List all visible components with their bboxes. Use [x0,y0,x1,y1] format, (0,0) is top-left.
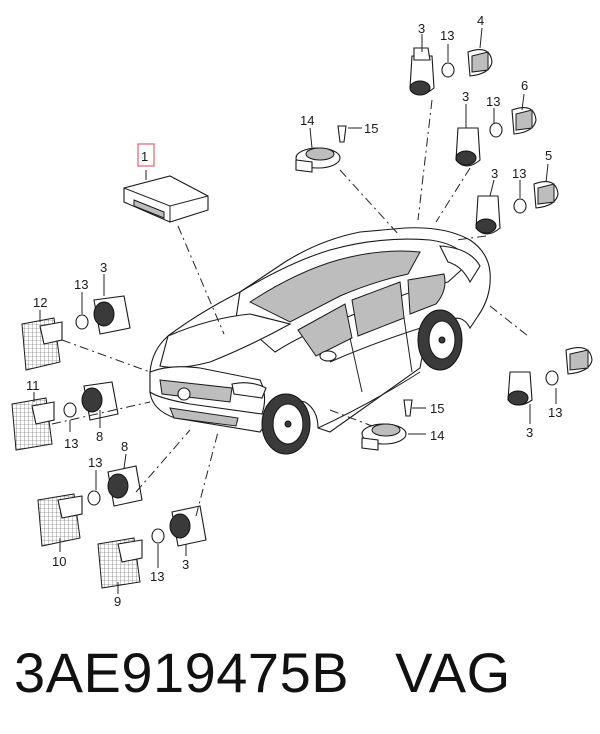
callout-13: 13 [64,436,78,451]
brand-name: VAG [395,641,511,704]
callout-14: 14 [300,113,314,128]
callout-13: 13 [150,569,164,584]
callout-4: 4 [477,13,484,28]
callout-10: 10 [52,554,66,569]
front-sensor-group-12 [21,295,131,371]
callout-3: 3 [418,21,425,36]
car-illustration [149,227,491,455]
connection-lines [51,99,529,517]
callout-15: 15 [430,401,444,416]
callout-3: 3 [526,425,533,440]
part-number-caption: 3AE919475B VAG [14,640,511,705]
control-unit [123,143,209,223]
callout-3: 3 [491,166,498,181]
callout-13: 13 [486,94,500,109]
callout-highlight-box [137,143,155,167]
callout-11: 11 [26,378,40,393]
speaker-top [295,125,362,173]
rear-sensor-group-3 [475,181,559,235]
callout-5: 5 [545,148,552,163]
front-sensor-group-11 [11,381,119,451]
rear-sensor-group-2 [455,107,537,167]
callout-15: 15 [364,121,378,136]
callout-12: 12 [33,295,47,310]
callout-13: 13 [74,277,88,292]
callout-13: 13 [440,28,454,43]
callout-1: 1 [141,149,148,164]
part-number: 3AE919475B [14,641,350,704]
callout-3: 3 [462,89,469,104]
speaker-bottom [361,399,426,451]
callout-3: 3 [182,557,189,572]
callout-13: 13 [548,405,562,420]
callout-9: 9 [114,594,121,609]
rear-sensor-group-1 [409,47,493,96]
callout-labels: 1 3 13 4 14 15 3 13 6 3 13 5 12 13 3 11 … [26,13,562,609]
callout-13: 13 [88,455,102,470]
rear-sensor-group-4 [507,347,593,406]
callout-14: 14 [430,428,444,443]
front-sensor-group-9 [97,505,207,589]
callout-8: 8 [121,439,128,454]
callout-8: 8 [96,429,103,444]
leader-lines [33,27,557,594]
front-sensor-group-10 [37,465,143,547]
callout-3: 3 [100,260,107,275]
callout-13: 13 [512,166,526,181]
callout-6: 6 [521,78,528,93]
